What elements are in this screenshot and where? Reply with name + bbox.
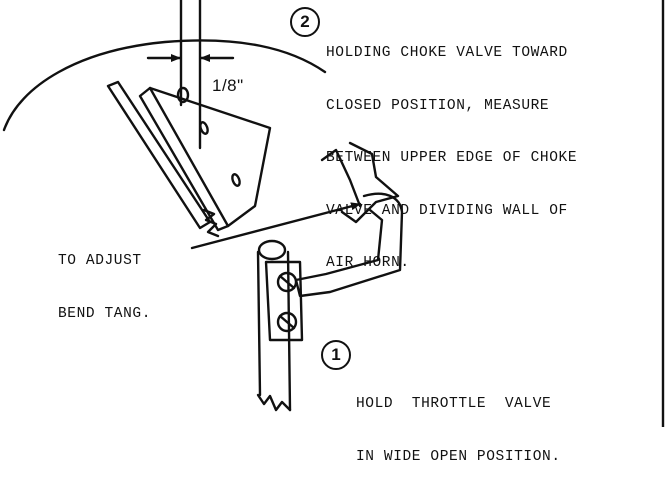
- lever-screw-lower: [276, 311, 298, 333]
- step-2-caption: HOLDING CHOKE VALVE TOWARD CLOSED POSITI…: [326, 45, 578, 271]
- air-horn-arc: [2, 39, 327, 132]
- adjust-leader: [190, 202, 362, 250]
- plate-broken-edge: [202, 208, 220, 238]
- lever-screw-upper: [276, 271, 298, 293]
- fast-idle-cam: [294, 192, 404, 298]
- throttle-lever: [264, 260, 304, 342]
- throttle-shaft-top: [257, 239, 287, 261]
- carburetor-choke-diagram: [2, 0, 665, 427]
- choke-plate-hole-1: [199, 121, 209, 135]
- choke-plate-hole-2: [231, 173, 241, 187]
- choke-tang: [340, 141, 400, 224]
- adjust-note: TO ADJUST BEND TANG.: [58, 253, 152, 322]
- choke-valve-plate: [138, 86, 272, 232]
- throttle-shaft-left: [256, 250, 262, 397]
- step-1-badge: 1: [321, 340, 351, 370]
- step-1-caption: HOLD THROTTLE VALVE IN WIDE OPEN POSITIO…: [356, 396, 561, 465]
- step-2-badge: 2: [290, 7, 320, 37]
- dimension-label: 1/8": [212, 76, 244, 95]
